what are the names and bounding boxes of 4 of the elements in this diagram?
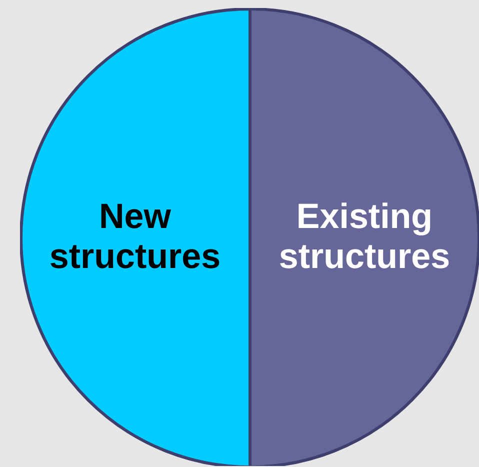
segment-label: Existing structures bbox=[278, 196, 452, 278]
half-circle-segment bbox=[20, 8, 250, 466]
segment-label: New structures bbox=[48, 196, 222, 278]
half-circle-segment bbox=[250, 8, 479, 466]
